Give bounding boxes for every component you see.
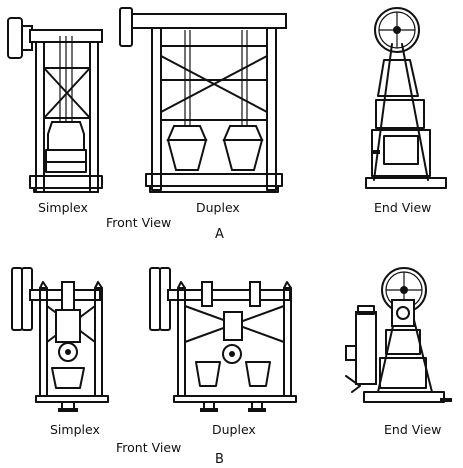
b-figure-letter: B — [215, 452, 224, 467]
a-end-view-caption: End View — [374, 200, 432, 215]
a-duplex-caption: Duplex — [196, 200, 240, 215]
a-simplex-caption: Simplex — [38, 200, 88, 215]
a-end-view-drawing — [365, 7, 447, 189]
b-simplex-caption: Simplex — [50, 422, 100, 437]
a-duplex-front-drawing — [119, 7, 287, 193]
b-front-view-caption: Front View — [116, 440, 182, 455]
b-end-view-drawing — [345, 267, 452, 403]
b-simplex-front-drawing — [11, 267, 109, 412]
b-duplex-front-drawing — [149, 267, 297, 412]
b-duplex-caption: Duplex — [212, 422, 256, 437]
a-figure-letter: A — [215, 227, 224, 242]
a-simplex-front-drawing — [7, 17, 103, 193]
b-end-view-caption: End View — [384, 422, 442, 437]
a-front-view-caption: Front View — [106, 215, 172, 230]
